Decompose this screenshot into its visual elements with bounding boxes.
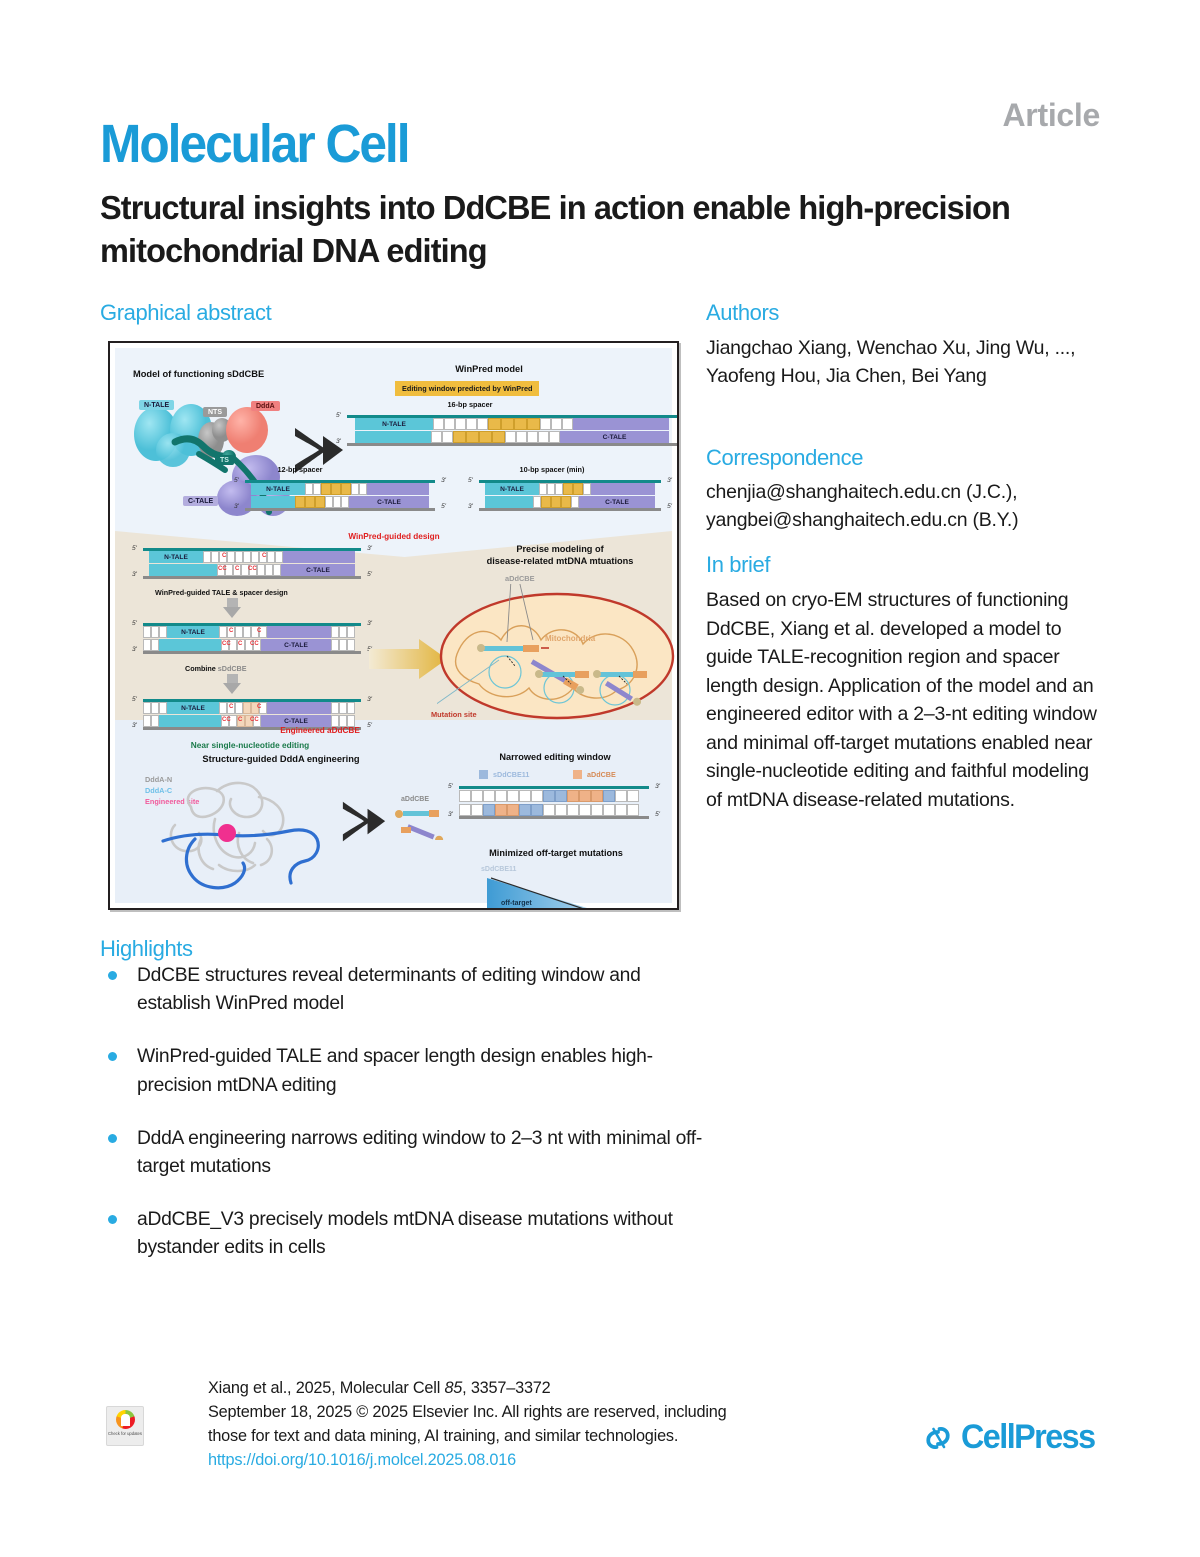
- citation-copyright-line2: those for text and data mining, AI train…: [208, 1426, 679, 1445]
- tag-n-tale: N-TALE: [139, 400, 175, 410]
- mitochondria-label: Mitochondria: [545, 634, 596, 643]
- tag-c-tale: C-TALE: [183, 496, 219, 506]
- page-title: Structural insights into DdCBE in action…: [100, 190, 1011, 270]
- crossmark-label: Check for updates: [108, 1431, 142, 1436]
- duplex-16bp: 5' 3' 3' 5' N-TALE: [336, 411, 677, 451]
- graphical-abstract-figure: Model of functioning sDdCBE: [108, 341, 679, 910]
- bullet-icon: [108, 1133, 117, 1143]
- list-item: aDdCBE_V3 precisely models mtDNA disease…: [100, 1206, 710, 1262]
- in-brief-body: Based on cryo-EM structures of functioni…: [706, 589, 1097, 811]
- spacer-12bp-label: 12-bp spacer: [277, 465, 323, 474]
- step2-arrow-stem: [227, 674, 238, 683]
- transition-engineered-addcbe: Engineered aDdCBE: [280, 726, 360, 735]
- duplex-design-step2: 5' 3' 3' 5' N-TALE C: [132, 620, 372, 654]
- bullet-icon: [108, 1052, 117, 1062]
- offtarget-inside-label: off-target: [501, 900, 532, 907]
- list-item: WinPred-guided TALE and spacer length de…: [100, 1043, 710, 1099]
- citation-pages: , 3357–3372: [462, 1379, 551, 1397]
- duplex-12bp: 5' 3' 3' 5' N-TALE: [234, 477, 446, 511]
- addcbe-complex-icon: [395, 810, 444, 840]
- step2-arrow-icon: [223, 683, 241, 694]
- list-item: DdCBE structures reveal determinants of …: [100, 962, 710, 1018]
- highlights-heading: Highlights: [100, 936, 193, 961]
- bullet-icon: [108, 1215, 117, 1225]
- key-swatch-sddcbe11: [479, 770, 488, 779]
- highlight-text: aDdCBE_V3 precisely models mtDNA disease…: [137, 1209, 673, 1259]
- funnel-arrow-1-icon: [295, 428, 343, 473]
- citation-volume: 85: [444, 1379, 463, 1397]
- panel6-title: Narrowed editing window: [499, 752, 611, 762]
- key-swatch-addcbe: [573, 770, 582, 779]
- key-label-sddcbe11: sDdCBE11: [493, 770, 530, 779]
- highlight-text: DddA engineering narrows editing window …: [137, 1127, 702, 1177]
- near-single-nucleotide-label: Near single-nucleotide editing: [190, 740, 310, 750]
- offtarget-top-label: sDdCBE11: [481, 866, 517, 873]
- cellpress-mark-icon: [926, 1426, 951, 1449]
- citation-copyright-line1: September 18, 2025 © 2025 Elsevier Inc. …: [208, 1402, 727, 1421]
- bullet-icon: [108, 971, 117, 980]
- authors-heading: Authors: [706, 300, 780, 325]
- citation-prefix: Xiang et al., 2025, Molecular Cell: [208, 1379, 445, 1397]
- step1-arrow-stem: [227, 598, 238, 607]
- graphical-abstract-heading: Graphical abstract: [100, 300, 272, 325]
- doi-link[interactable]: https://doi.org/10.1016/j.molcel.2025.08…: [208, 1450, 517, 1469]
- tag-ddda: DddA: [251, 401, 280, 411]
- article-type-tag: Article: [1002, 97, 1101, 133]
- step2-label: Combine sDdCBE: [185, 664, 247, 673]
- crossmark-icon: [115, 1410, 135, 1429]
- duplex-design-result: 5' 3' 3' 5' N-TALE C: [132, 696, 372, 730]
- offtarget-title: Minimized off-target mutations: [489, 848, 623, 858]
- panel4-title: Precise modeling of disease-related mtDN…: [486, 544, 634, 566]
- list-item: DddA engineering narrows editing window …: [100, 1125, 710, 1181]
- duplex-10bp: 5' 3' 3' 5' N-TALE C-TALE: [468, 477, 672, 511]
- highlight-text: WinPred-guided TALE and spacer length de…: [137, 1046, 653, 1096]
- legend-engineered-site: Engineered site: [145, 797, 200, 806]
- step2-accent: sDdCBE: [217, 664, 247, 673]
- duplex-design-step1: 5' 3' 3' 5' N-TALE C C: [132, 545, 372, 579]
- key-label-addcbe: aDdCBE: [587, 770, 616, 779]
- mitochondria-illustration: [437, 584, 675, 720]
- gold-transition-arrow-icon: [369, 639, 447, 679]
- tag-ts: TS: [215, 455, 234, 465]
- funnel-arrow-2-icon: [342, 801, 386, 842]
- mutation-site-label: Mutation site: [431, 710, 477, 719]
- highlights-list: DdCBE structures reveal determinants of …: [100, 962, 710, 1287]
- correspondence-emails[interactable]: chenjia@shanghaitech.edu.cn (J.C.), yang…: [706, 481, 1019, 532]
- duplex-narrowed-window: 5' 3' 3' 5': [448, 783, 660, 819]
- panel5-title: Structure-guided DddA engineering: [202, 754, 360, 764]
- journal-name: Molecular Cell: [100, 114, 411, 174]
- spacer-16bp-label: 16-bp spacer: [447, 400, 493, 409]
- in-brief-heading: In brief: [706, 552, 771, 577]
- authors-list: Jiangchao Xiang, Wenchao Xu, Jing Wu, ..…: [706, 337, 1076, 388]
- spacer-10bp-label: 10-bp spacer (min): [519, 465, 585, 474]
- step1-label: WinPred-guided TALE & spacer design: [155, 588, 288, 597]
- tag-nts: NTS: [203, 407, 227, 417]
- panel4-editor-label: aDdCBE: [505, 574, 535, 583]
- panel1-title: Model of functioning sDdCBE: [133, 369, 265, 379]
- panel2-title: WinPred model: [455, 364, 523, 374]
- cellpress-logo: CellPress: [923, 1418, 1102, 1457]
- footer-citation: Xiang et al., 2025, Molecular Cell 85, 3…: [208, 1377, 908, 1473]
- legend-ddda-c: DddA-C: [145, 786, 173, 795]
- offtarget-triangle: [487, 877, 587, 908]
- legend-ddda-n: DddA-N: [145, 775, 173, 784]
- transition-winpred-guided: WinPred-guided design: [348, 532, 440, 541]
- step1-arrow-icon: [223, 607, 241, 618]
- crossmark-badge[interactable]: Check for updates: [106, 1406, 144, 1446]
- winpred-banner: Editing window predicted by WinPred: [395, 381, 540, 396]
- correspondence-heading: Correspondence: [706, 445, 864, 470]
- highlight-text: DdCBE structures reveal determinants of …: [137, 965, 641, 1015]
- cellpress-wordmark: CellPress: [961, 1418, 1096, 1456]
- ddda-ribbon-structure: [161, 781, 320, 890]
- figure-canvas: Model of functioning sDdCBE: [115, 348, 677, 908]
- panel6-editor-label: aDdCBE: [401, 796, 430, 803]
- offtarget-bottom-label: aDdCBE: [615, 908, 643, 910]
